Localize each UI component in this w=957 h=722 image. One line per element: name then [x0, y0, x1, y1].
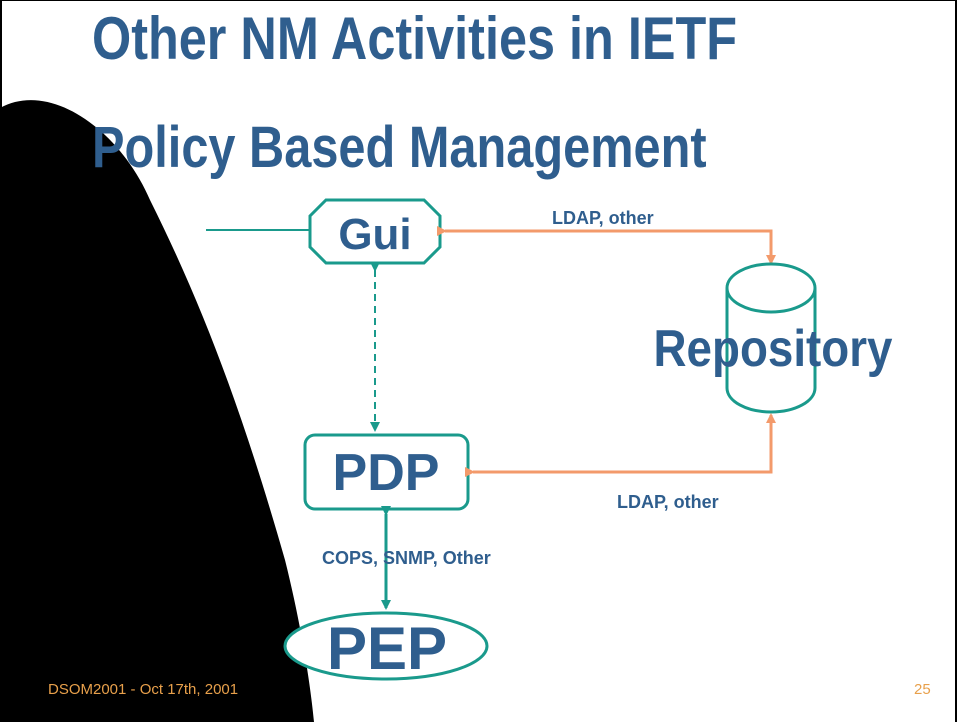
repository-node-top — [725, 262, 817, 314]
gui-repository-arrow — [437, 226, 776, 265]
pep-node-label: PEP — [327, 615, 447, 682]
slide-title: Other NM Activities in IETF — [92, 5, 738, 72]
frame-top-line — [0, 0, 957, 1]
pdp-node-label: PDP — [333, 444, 440, 502]
slide-subtitle: Policy Based Management — [92, 115, 707, 180]
frame-right-line — [955, 0, 957, 722]
pdp-repository-arrow — [465, 413, 776, 477]
gui-repository-label: LDAP, other — [552, 208, 654, 228]
pep-node-shape — [283, 611, 489, 681]
pdp-repository-label: LDAP, other — [617, 492, 719, 512]
gui-node-label: Gui — [338, 210, 411, 259]
footer-date: DSOM2001 - Oct 17th, 2001 — [48, 681, 239, 698]
page-number: 25 — [914, 681, 931, 698]
pdp-pep-label: COPS, SNMP, Other — [322, 548, 491, 568]
gui-node-shape — [308, 198, 442, 265]
repository-node-shape — [725, 288, 817, 414]
repository-node-label: Repository — [654, 320, 893, 377]
